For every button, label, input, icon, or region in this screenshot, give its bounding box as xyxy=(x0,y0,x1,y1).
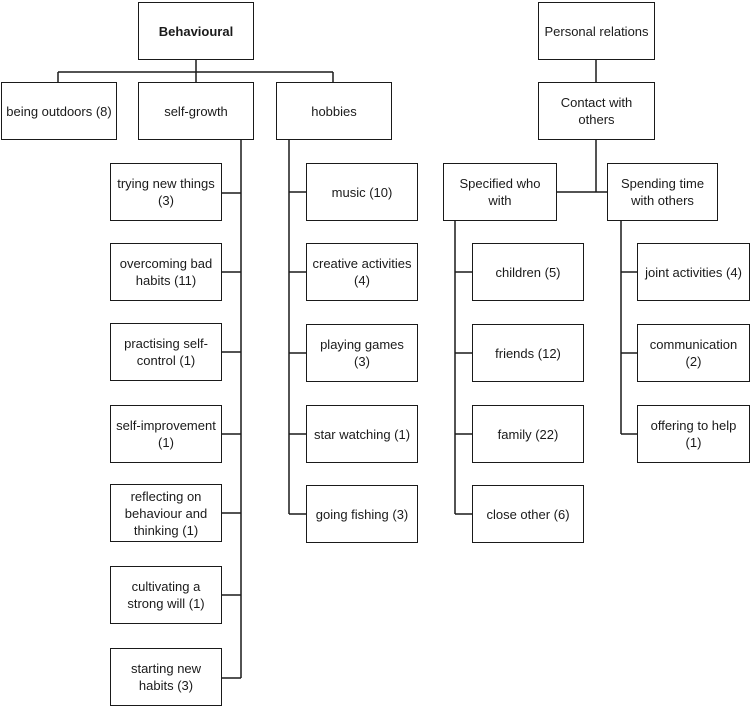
spending-item-node: communication (2) xyxy=(637,324,750,382)
spending-time-node: Spending time with others xyxy=(607,163,718,221)
hobbies-item-node: music (10) xyxy=(306,163,418,221)
contact-with-others-node: Contact with others xyxy=(538,82,655,140)
self-growth-item-node: cultivating a strong will (1) xyxy=(110,566,222,624)
behavioural-root-node: Behavioural xyxy=(138,2,254,60)
self-growth-node: self-growth xyxy=(138,82,254,140)
specified-item-node: children (5) xyxy=(472,243,584,301)
self-growth-item-node: trying new things (3) xyxy=(110,163,222,221)
self-growth-item-node: overcoming bad habits (11) xyxy=(110,243,222,301)
specified-item-node: close other (6) xyxy=(472,485,584,543)
hobbies-item-node: going fishing (3) xyxy=(306,485,418,543)
specified-item-node: friends (12) xyxy=(472,324,584,382)
hobbies-item-node: star watching (1) xyxy=(306,405,418,463)
self-growth-item-node: starting new habits (3) xyxy=(110,648,222,706)
specified-who-with-node: Specified who with xyxy=(443,163,557,221)
self-growth-item-node: self-improvement (1) xyxy=(110,405,222,463)
being-outdoors-node: being outdoors (8) xyxy=(1,82,117,140)
hobbies-node: hobbies xyxy=(276,82,392,140)
hobbies-item-node: creative activities (4) xyxy=(306,243,418,301)
hobbies-item-node: playing games (3) xyxy=(306,324,418,382)
personal-relations-root-node: Personal relations xyxy=(538,2,655,60)
specified-item-node: family (22) xyxy=(472,405,584,463)
self-growth-item-node: practising self- control (1) xyxy=(110,323,222,381)
spending-item-node: offering to help (1) xyxy=(637,405,750,463)
self-growth-item-node: reflecting on behaviour and thinking (1) xyxy=(110,484,222,542)
spending-item-node: joint activities (4) xyxy=(637,243,750,301)
